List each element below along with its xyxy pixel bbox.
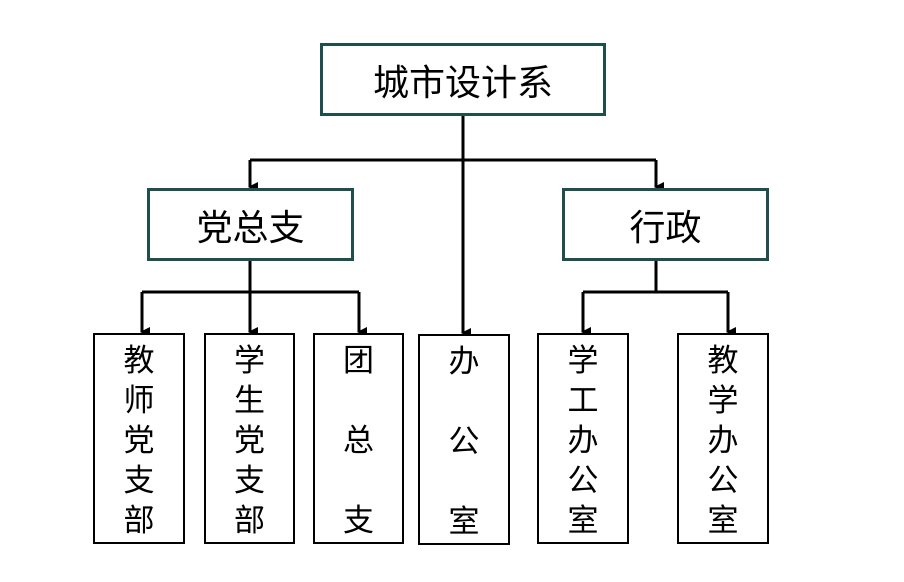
youth-league-label: 团总支 (343, 343, 374, 539)
party-branch-label: 党总支 (196, 207, 305, 249)
student-branch-node: 学生党支部 (204, 333, 295, 544)
teaching-affairs-office-label: 教学办公室 (707, 343, 739, 539)
teacher-branch-node: 教师党支部 (93, 333, 185, 544)
student-affairs-office-node: 学工办公室 (537, 333, 629, 544)
party-branch-node: 党总支 (147, 188, 354, 261)
office-node: 办公室 (418, 334, 510, 545)
student-affairs-office-label: 学工办公室 (567, 343, 599, 539)
root-label: 城市设计系 (372, 62, 553, 104)
office-label: 办公室 (448, 344, 480, 540)
root-node: 城市设计系 (320, 43, 606, 116)
youth-league-node: 团总支 (313, 333, 404, 544)
teaching-affairs-office-node: 教学办公室 (677, 333, 769, 544)
admin-label: 行政 (629, 207, 702, 249)
student-branch-label: 学生党支部 (234, 343, 265, 539)
teacher-branch-label: 教师党支部 (123, 343, 155, 539)
admin-node: 行政 (562, 188, 769, 261)
